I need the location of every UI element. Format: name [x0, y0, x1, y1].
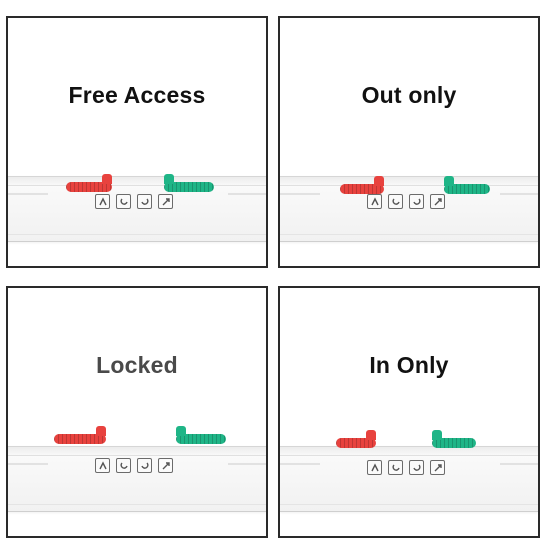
arrow-both-icon	[409, 194, 424, 209]
green-slider[interactable]	[444, 176, 490, 194]
red-slider[interactable]	[54, 426, 106, 444]
red-slider[interactable]	[66, 174, 112, 192]
arrow-both-icon	[409, 460, 424, 475]
red-slider[interactable]	[336, 430, 376, 448]
mode-label: Out only	[361, 82, 457, 108]
arrow-out-icon	[388, 460, 403, 475]
arrow-in-icon	[95, 194, 110, 209]
flap-housing	[8, 176, 266, 242]
mode-label: In Only	[369, 352, 449, 378]
red-slider[interactable]	[340, 176, 384, 194]
panel-locked: Locked	[6, 286, 268, 538]
mode-label: Locked	[96, 352, 178, 378]
lock-icon	[158, 458, 173, 473]
arrow-both-icon	[137, 458, 152, 473]
green-slider[interactable]	[164, 174, 214, 192]
green-slider[interactable]	[176, 426, 226, 444]
lock-icon	[430, 460, 445, 475]
arrow-out-icon	[116, 194, 131, 209]
arrow-both-icon	[137, 194, 152, 209]
arrow-in-icon	[367, 460, 382, 475]
arrow-in-icon	[367, 194, 382, 209]
panel-free-access: Free Access	[6, 16, 268, 268]
lock-icon	[158, 194, 173, 209]
panel-out-only: Out only	[278, 16, 540, 268]
flap-housing	[280, 176, 538, 242]
flap-housing	[280, 446, 538, 512]
arrow-out-icon	[116, 458, 131, 473]
green-slider[interactable]	[432, 430, 476, 448]
arrow-in-icon	[95, 458, 110, 473]
mode-label: Free Access	[68, 82, 206, 108]
arrow-out-icon	[388, 194, 403, 209]
flap-housing	[8, 446, 266, 512]
lock-icon	[430, 194, 445, 209]
panel-in-only: In Only	[278, 286, 540, 538]
